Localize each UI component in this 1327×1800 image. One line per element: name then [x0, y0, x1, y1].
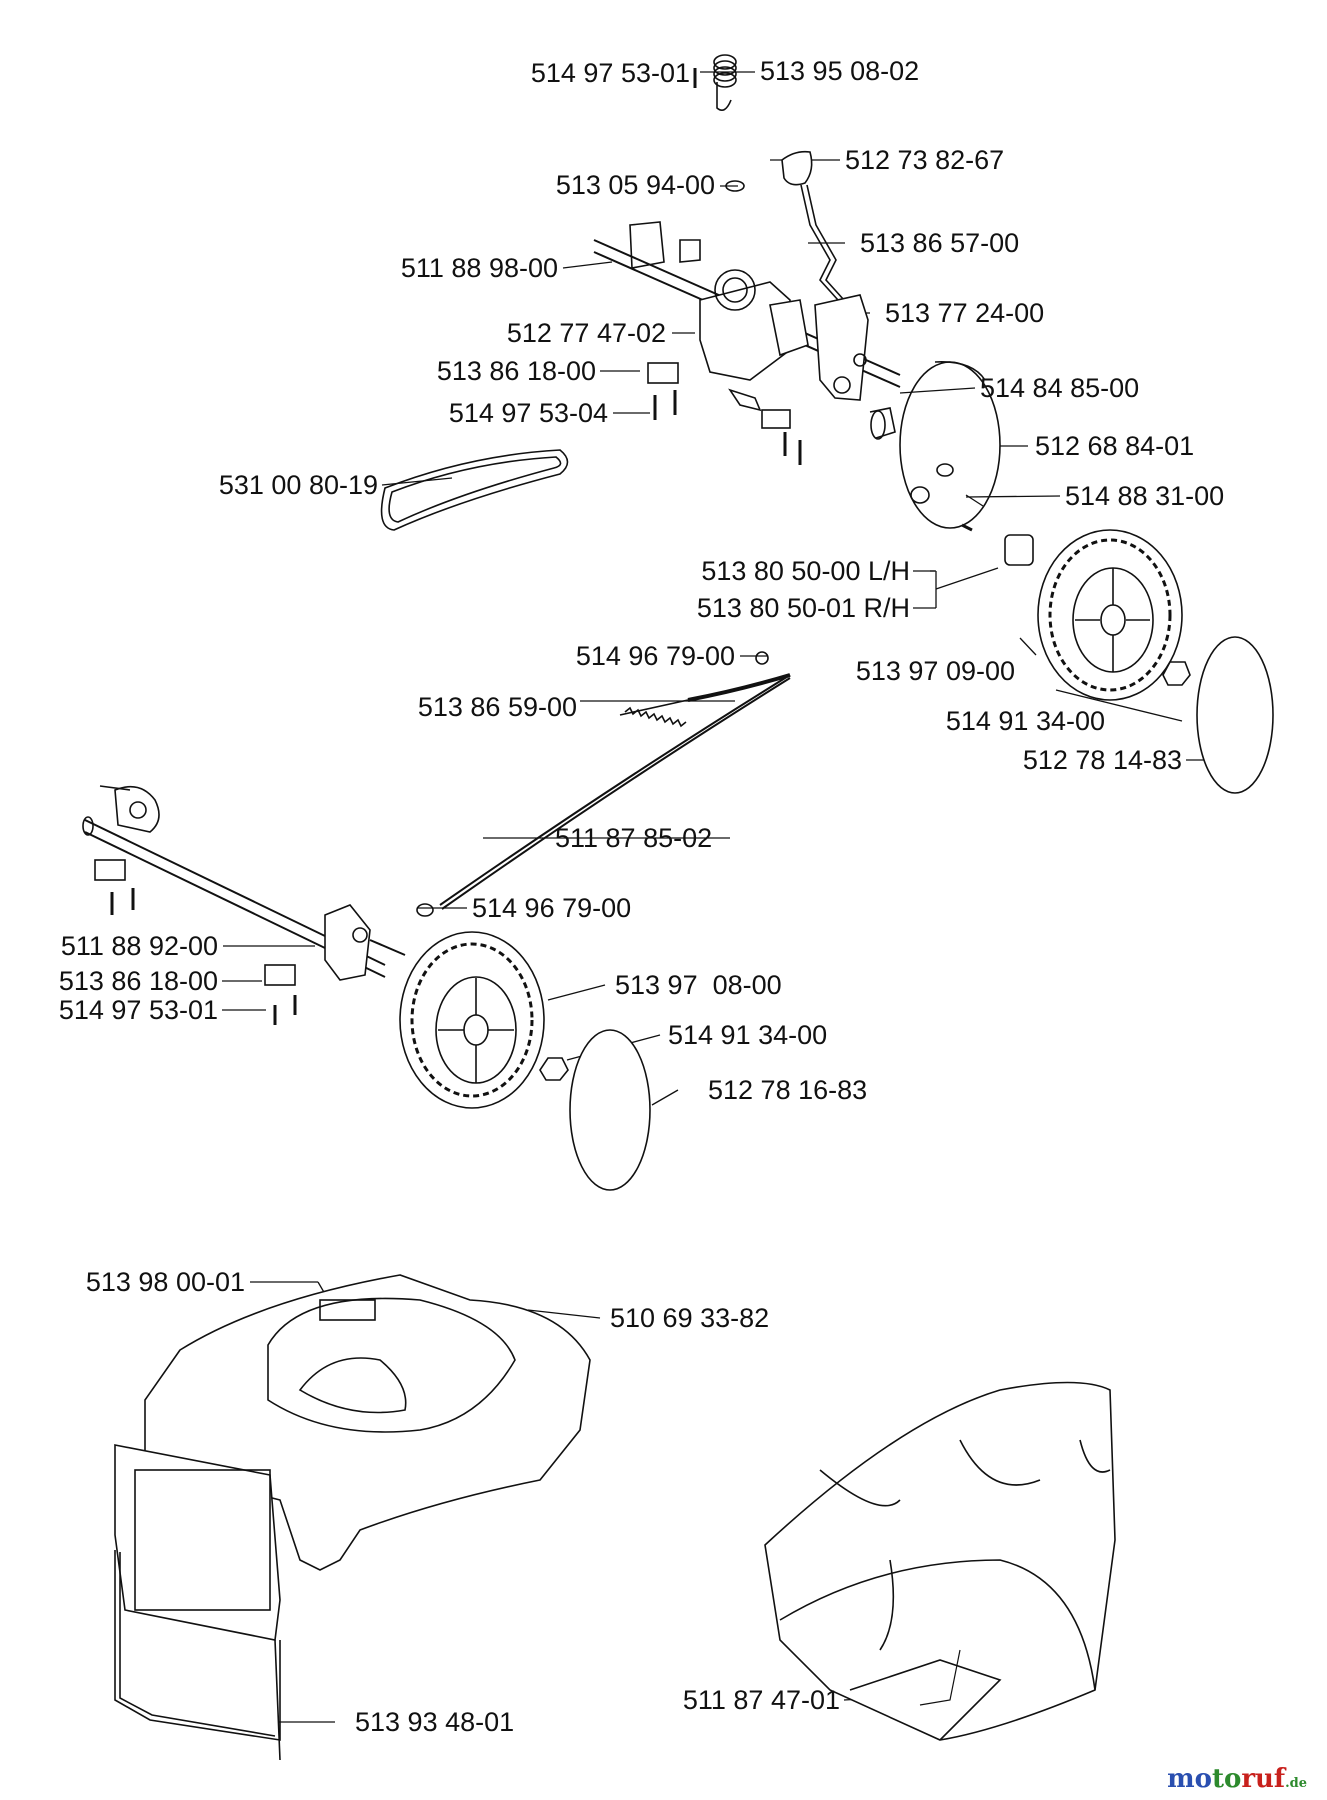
part-label: 513 86 18-00 — [436, 356, 596, 386]
drive-belt — [380, 449, 569, 531]
spring-part — [713, 54, 737, 111]
part-label: 514 96 79-00 — [472, 893, 632, 923]
part-label: 513 98 00-01 — [85, 1267, 245, 1297]
motoruf-logo: motoruf.de — [1167, 1764, 1307, 1794]
part-label: 513 97 09-00 — [855, 656, 1015, 686]
part-label: 512 77 47-02 — [506, 318, 666, 348]
part-label: 511 88 92-00 — [60, 931, 218, 961]
part-label: 513 77 24-00 — [885, 298, 1045, 328]
part-label: 513 86 57-00 — [860, 228, 1020, 258]
spring-cable — [439, 651, 791, 910]
part-label: 514 97 53-01 — [58, 995, 218, 1025]
part-label: 513 86 59-00 — [417, 692, 577, 722]
part-label: 514 91 34-00 — [945, 706, 1105, 736]
part-label: 511 88 98-00 — [400, 253, 558, 283]
part-label: 510 69 33-82 — [610, 1303, 770, 1333]
grass-bag-frame — [114, 1274, 591, 1761]
part-label: 513 80 50-00 L/H — [701, 556, 910, 586]
part-label: 512 68 84-01 — [1035, 431, 1195, 461]
part-label: 511 87 47-01 — [682, 1685, 840, 1715]
part-label: 514 97 53-04 — [448, 398, 608, 428]
pulley-disc — [869, 361, 1001, 532]
part-label: 513 93 48-01 — [355, 1707, 515, 1737]
part-label: 514 88 31-00 — [1065, 481, 1225, 511]
part-label: 531 00 80-19 — [218, 470, 378, 500]
front-wheel — [399, 931, 651, 1191]
part-label: 514 97 53-01 — [530, 58, 690, 88]
right-wheel — [1004, 529, 1274, 794]
clip-ring — [725, 180, 745, 192]
part-label: 514 96 79-00 — [575, 641, 735, 671]
part-label: 513 05 94-00 — [555, 170, 715, 200]
part-label: 513 95 08-02 — [760, 56, 920, 86]
part-label: 513 86 18-00 — [58, 966, 218, 996]
part-label: 513 80 50-01 R/H — [696, 593, 910, 623]
part-label: 512 73 82-67 — [845, 145, 1005, 175]
part-label: 514 84 85-00 — [980, 373, 1140, 403]
part-label: 514 91 34-00 — [668, 1020, 828, 1050]
grass-bag-sack — [764, 1381, 1116, 1741]
handle-lever — [781, 150, 845, 301]
part-label: 512 78 16-83 — [708, 1075, 868, 1105]
part-label: 512 78 14-83 — [1022, 745, 1182, 775]
front-axle — [82, 785, 434, 1025]
gearbox-assembly — [593, 221, 901, 465]
part-label: 511 87 85-02 — [555, 823, 713, 853]
part-label: 513 97 08-00 — [615, 970, 782, 1000]
